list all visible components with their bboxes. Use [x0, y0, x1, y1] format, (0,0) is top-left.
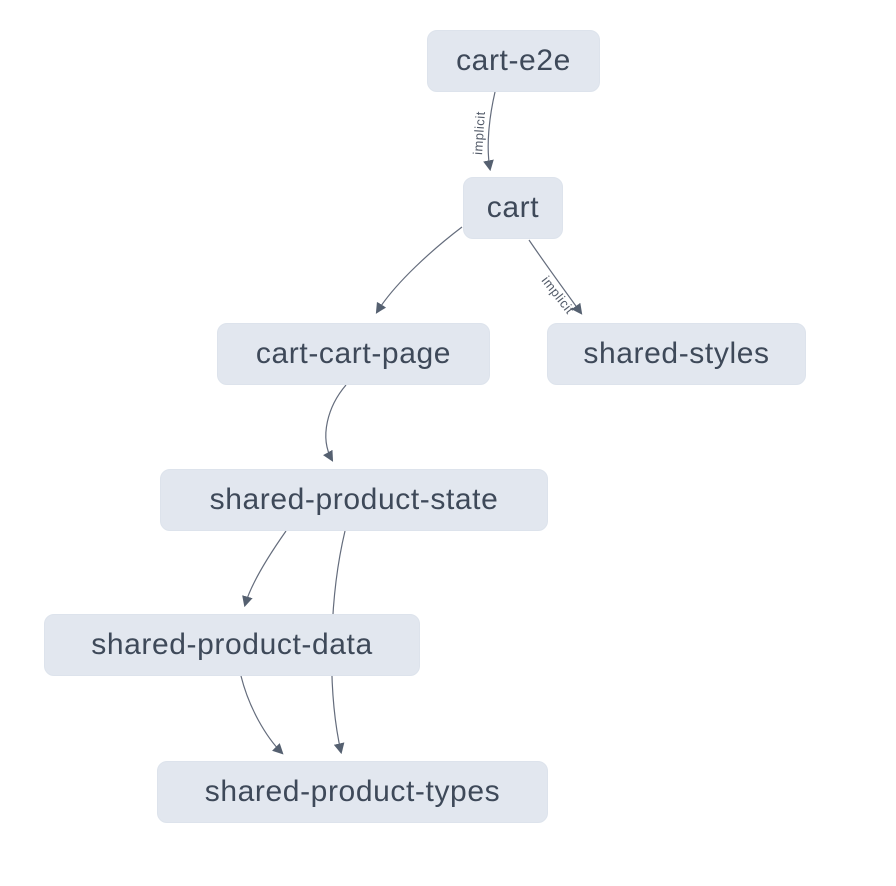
- edge-shared-product-data-to-shared-product-types: [240, 675, 284, 755]
- edge-cart-e2e-to-cart: [483, 91, 496, 172]
- edge-cart-cart-page-to-shared-product-state: [323, 384, 347, 462]
- node-shared-product-state[interactable]: shared-product-state: [160, 469, 548, 531]
- edge-shared-product-state-to-shared-product-data: [242, 530, 287, 608]
- node-shared-product-data[interactable]: shared-product-data: [44, 614, 420, 676]
- node-cart[interactable]: cart: [463, 177, 563, 239]
- edge-cart-to-cart-cart-page: [375, 226, 463, 314]
- node-shared-product-types[interactable]: shared-product-types: [157, 761, 548, 823]
- node-cart-e2e[interactable]: cart-e2e: [427, 30, 600, 92]
- edge-cart-to-shared-styles: [528, 239, 583, 315]
- node-shared-styles[interactable]: shared-styles: [547, 323, 806, 385]
- node-cart-cart-page[interactable]: cart-cart-page: [217, 323, 490, 385]
